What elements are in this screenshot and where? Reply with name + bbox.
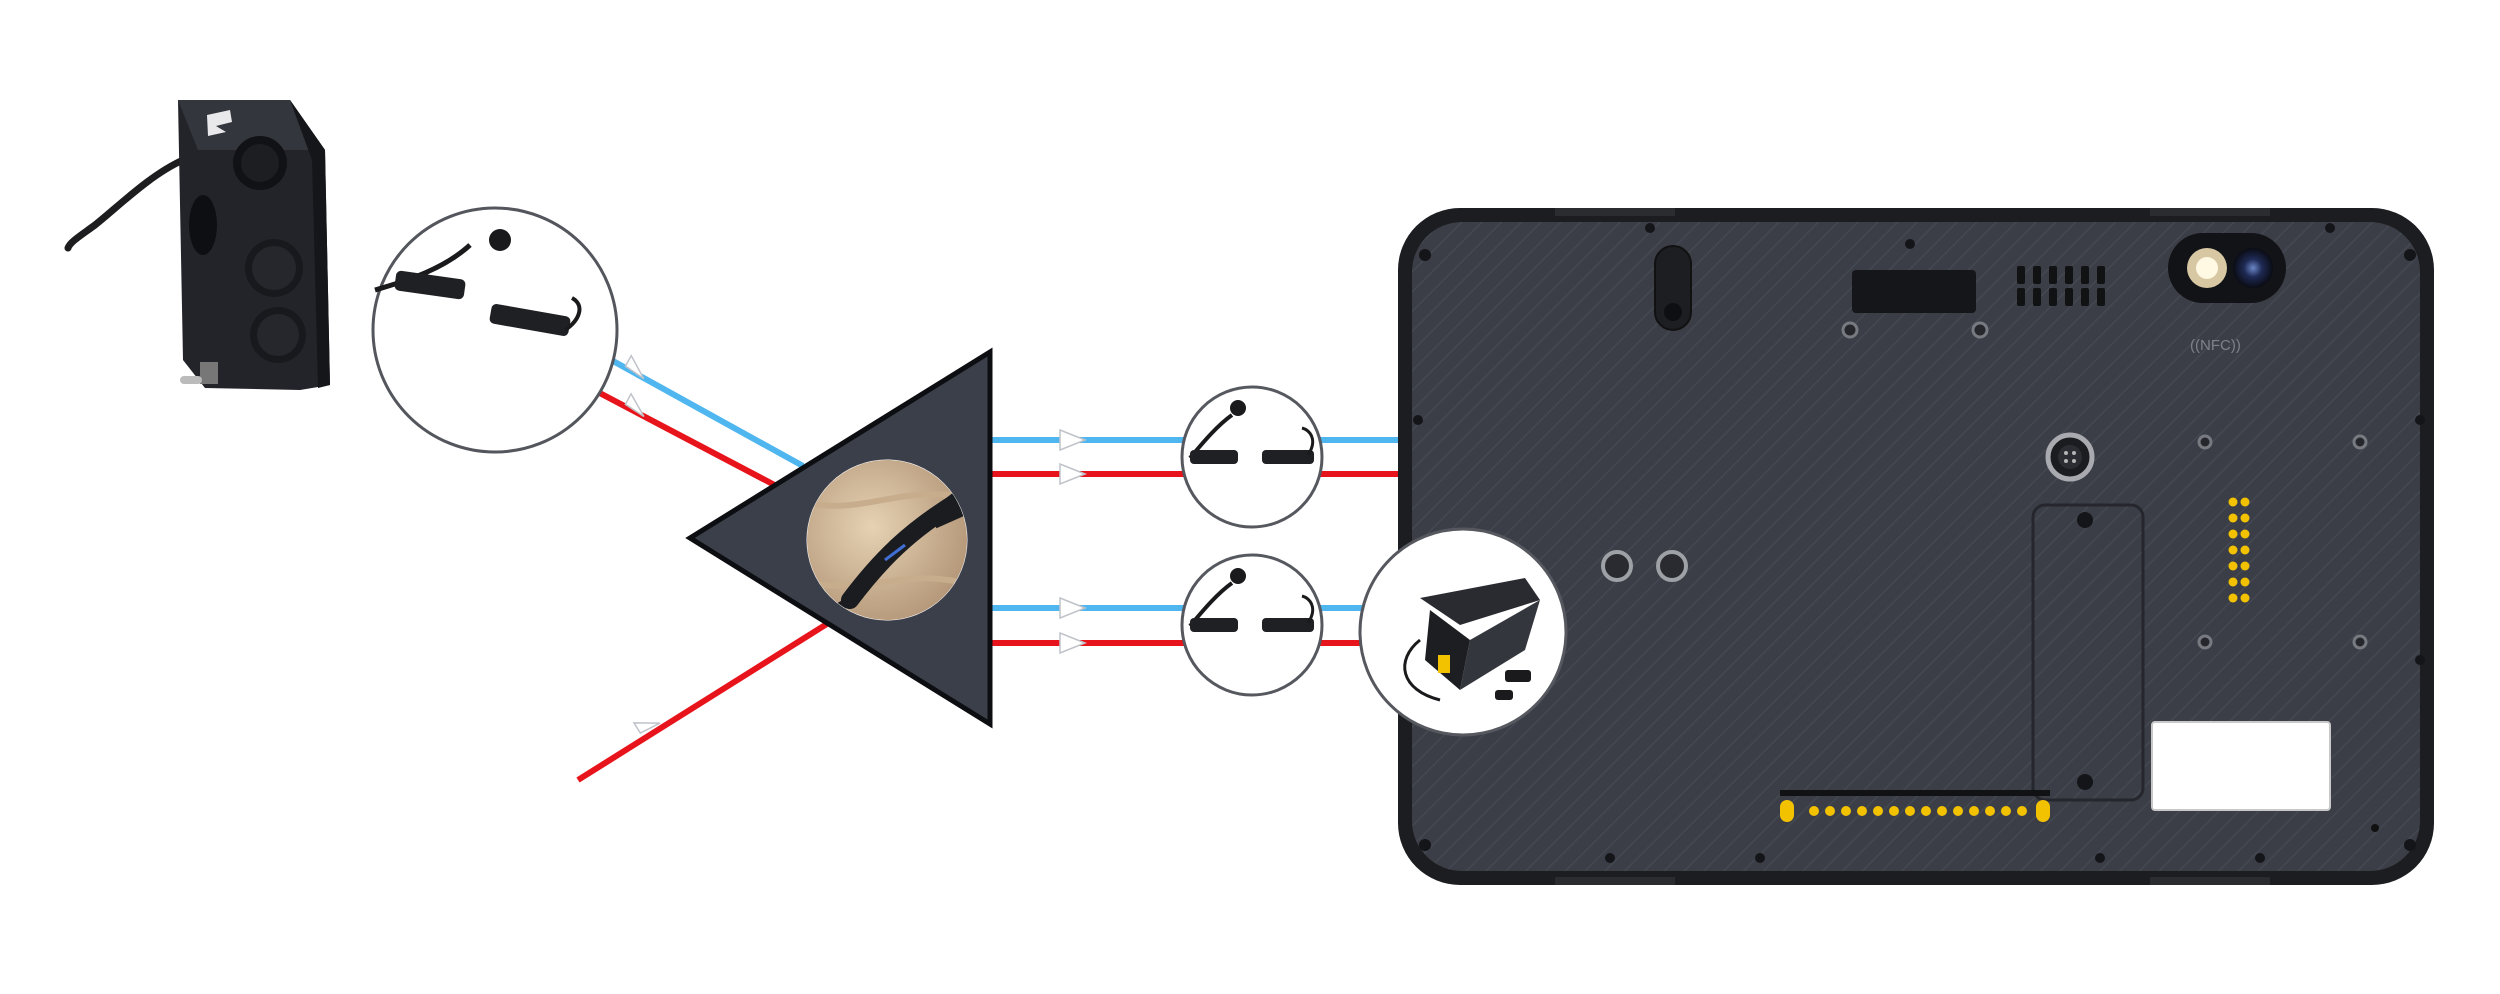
arrow-input-power [632,722,661,735]
docking-adapter-closeup [1358,527,1568,737]
connector-plug-icon [1188,568,1315,632]
nfc-label: ((NFC)) [2190,337,2241,354]
arrow-ptt-power [624,392,645,418]
bottom-connector-closeup [1180,553,1324,697]
y-splitter-cable-icon [685,347,993,729]
arrow-top-data-1 [1059,428,1088,452]
ptt-controller-icon [64,100,330,390]
power-line-ptt [573,377,805,503]
ptt-connector-closeup [371,206,619,454]
speaker-grille-icon [2017,266,2105,306]
arrowhead-icon [624,354,1088,735]
power-line-input [576,619,832,783]
tablet-back-panel: ((NFC)) [1398,208,2434,885]
top-connector-closeup [1180,385,1324,529]
grip-recess [1852,270,1976,313]
bottom-pogo-connector [1780,790,2050,822]
docking-adapter-icon [1403,578,1540,702]
connector-plug-icon [374,229,582,337]
arrow-ptt-data [624,354,645,380]
side-pogo-pins [2228,497,2250,603]
arrow-bottom-data-1 [1059,596,1088,620]
arrow-top-power-1 [1059,462,1088,486]
arrow-bottom-power-1 [1059,631,1088,655]
round-port-icon [2045,432,2095,482]
label-sticker [2151,721,2331,811]
connector-plug-icon [1188,400,1315,464]
